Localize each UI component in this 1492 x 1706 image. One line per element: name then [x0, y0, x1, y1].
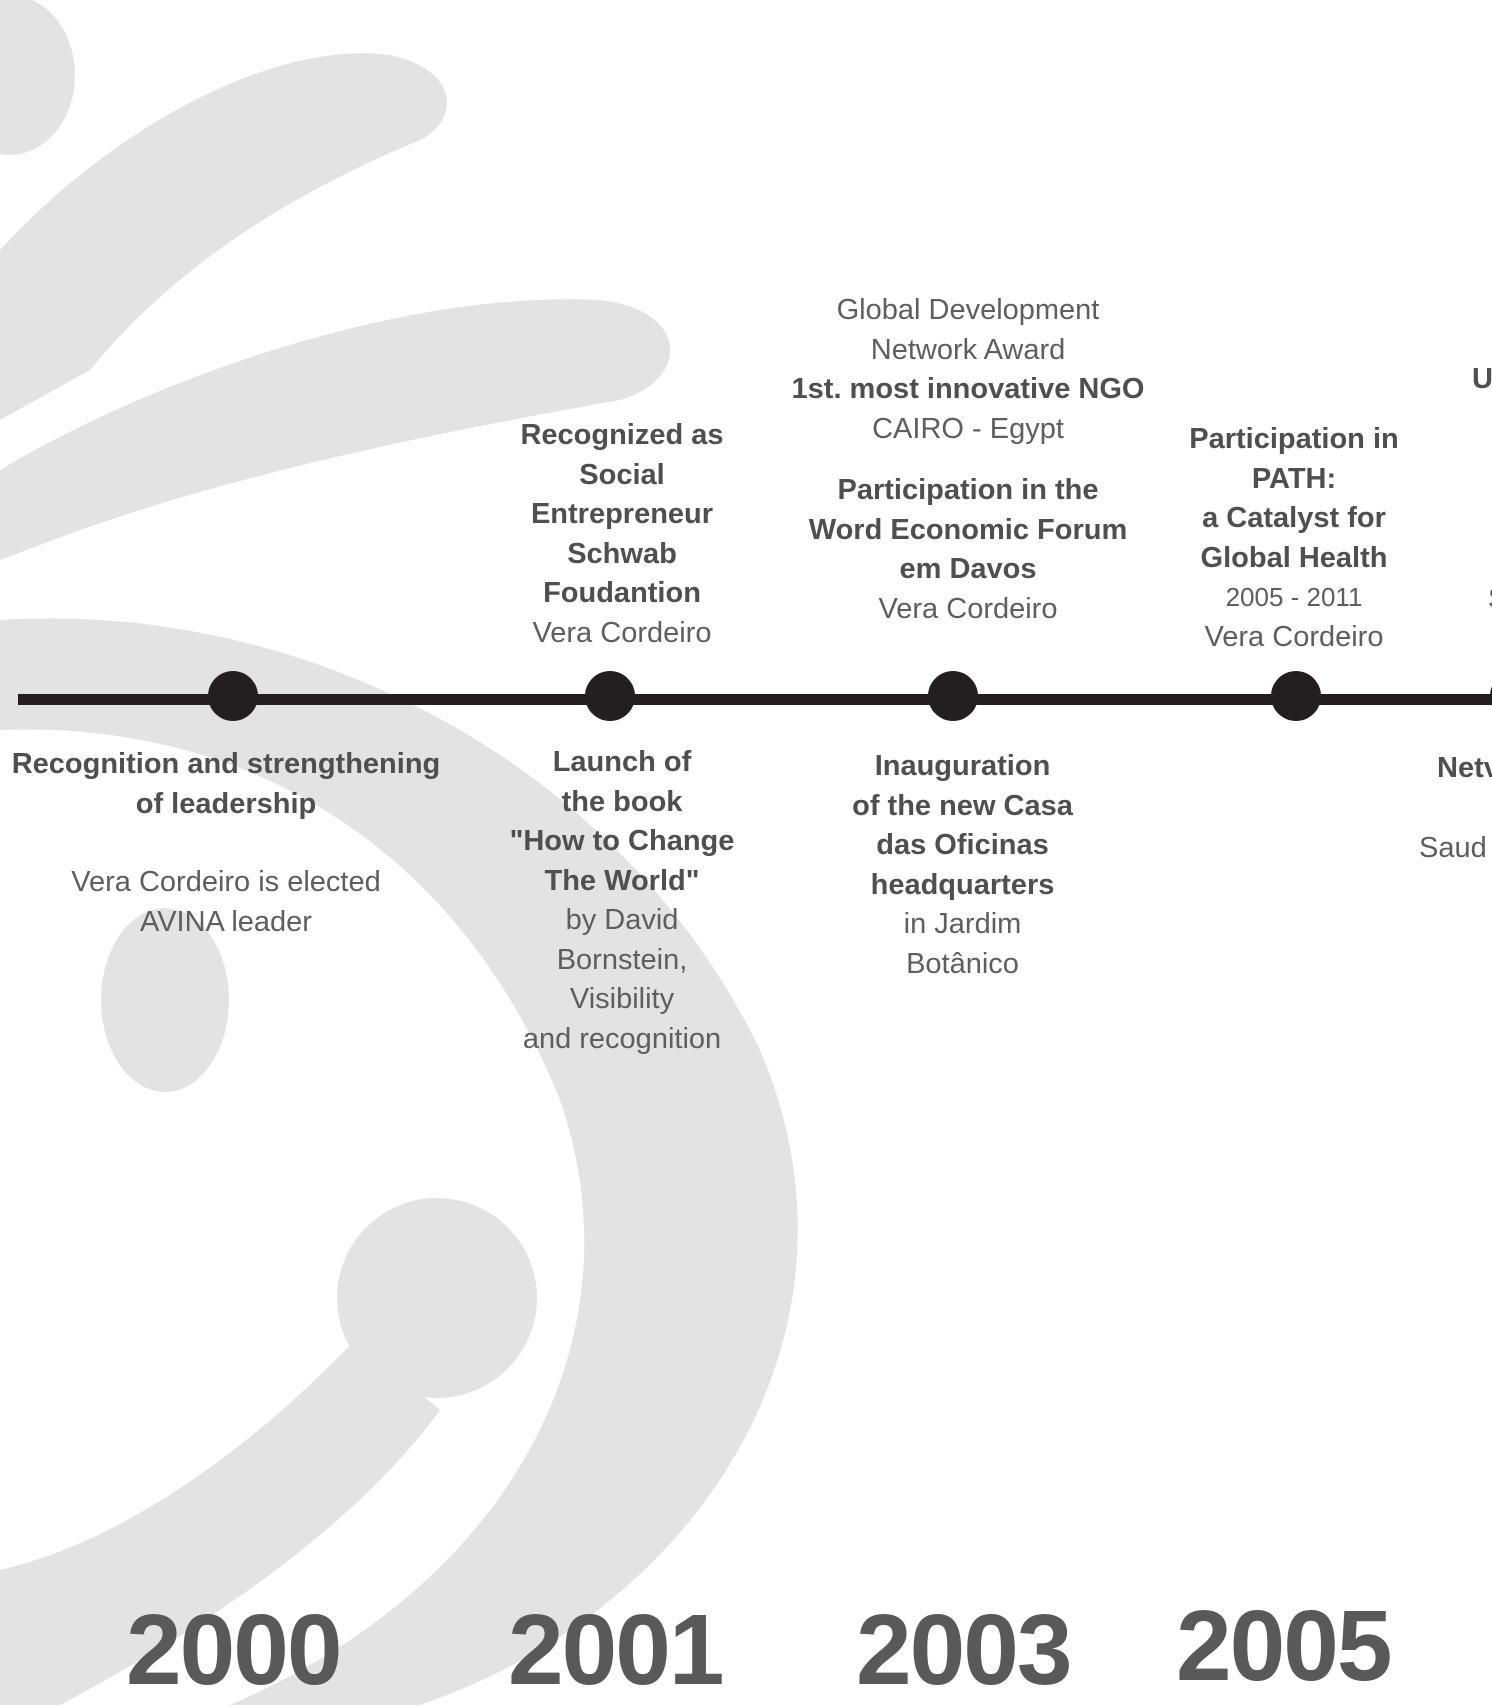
timeline-marker-2000 — [208, 671, 258, 721]
event-2003-below: Inauguration of the new Casa das Oficinas h… — [810, 747, 1115, 984]
clipped-text-above-top: U — [1472, 363, 1492, 395]
event-line: Inauguration — [874, 750, 1051, 782]
year-label-2000: 2000 — [126, 1594, 342, 1706]
event-line: Recognition and strengthening — [11, 748, 441, 780]
event-line: em Davos — [899, 553, 1037, 585]
timeline-marker-2005 — [1271, 671, 1321, 721]
event-line: Launch of — [552, 746, 692, 778]
event-line: Visibility — [569, 983, 675, 1015]
event-line: Network Award — [870, 333, 1066, 366]
event-line: and recognition — [522, 1022, 722, 1055]
event-line: "How to Change — [509, 825, 735, 857]
event-line: Entrepreneur — [530, 498, 714, 530]
event-line: Recognized as — [520, 419, 724, 451]
event-line: Participation in the — [837, 474, 1099, 506]
event-line: Bornstein, — [556, 943, 688, 976]
event-2000-below: Recognition and strengthening of leadersh… — [0, 745, 452, 942]
event-line: The World" — [544, 864, 700, 897]
event-line: Botânico — [906, 947, 1019, 980]
event-line: 2005 - 2011 — [1225, 582, 1363, 612]
year-label-2003: 2003 — [856, 1594, 1072, 1706]
timeline-marker-2001 — [585, 671, 635, 721]
event-line: das Oficinas — [876, 829, 1049, 861]
clipped-text-below-1: Netv — [1437, 752, 1492, 784]
event-line: the book — [561, 785, 683, 818]
year-label-2001: 2001 — [508, 1594, 724, 1706]
timeline-marker-next — [1490, 671, 1492, 721]
event-line: Schwab — [567, 537, 677, 570]
event-line: AVINA leader — [140, 905, 312, 938]
event-line: PATH: — [1251, 462, 1337, 495]
event-line: of leadership — [135, 787, 317, 820]
clipped-text-above-bottom: S — [1488, 580, 1492, 620]
event-line: CAIRO - Egypt — [872, 412, 1064, 445]
event-line: Foudantion — [543, 577, 701, 609]
timeline-axis — [18, 694, 1492, 705]
event-line: of the new Casa — [852, 789, 1073, 822]
clipped-text-below-2: Saud — [1419, 832, 1487, 864]
event-line — [0, 824, 452, 863]
event-line: a Catalyst for — [1202, 502, 1386, 534]
event-line: by David — [565, 904, 679, 936]
year-label-2005: 2005 — [1176, 1590, 1392, 1702]
event-line: Participation in — [1189, 423, 1399, 455]
event-line: Vera Cordeiro — [878, 592, 1058, 625]
event-line: Word Economic Forum — [808, 513, 1128, 546]
event-line: headquarters — [870, 868, 1055, 901]
event-line — [780, 449, 1156, 471]
event-line: Vera Cordeiro — [1204, 620, 1384, 653]
event-line: Social — [579, 458, 665, 491]
event-line: Global Health — [1200, 541, 1388, 574]
timeline-marker-2003 — [928, 671, 978, 721]
event-line: Vera Cordeiro is elected — [71, 866, 381, 898]
event-line: 1st. most innovative NGO — [791, 373, 1145, 405]
event-line: in Jardim — [903, 908, 1022, 940]
event-line: Global Development — [836, 294, 1100, 326]
event-line: Vera Cordeiro — [532, 616, 712, 649]
